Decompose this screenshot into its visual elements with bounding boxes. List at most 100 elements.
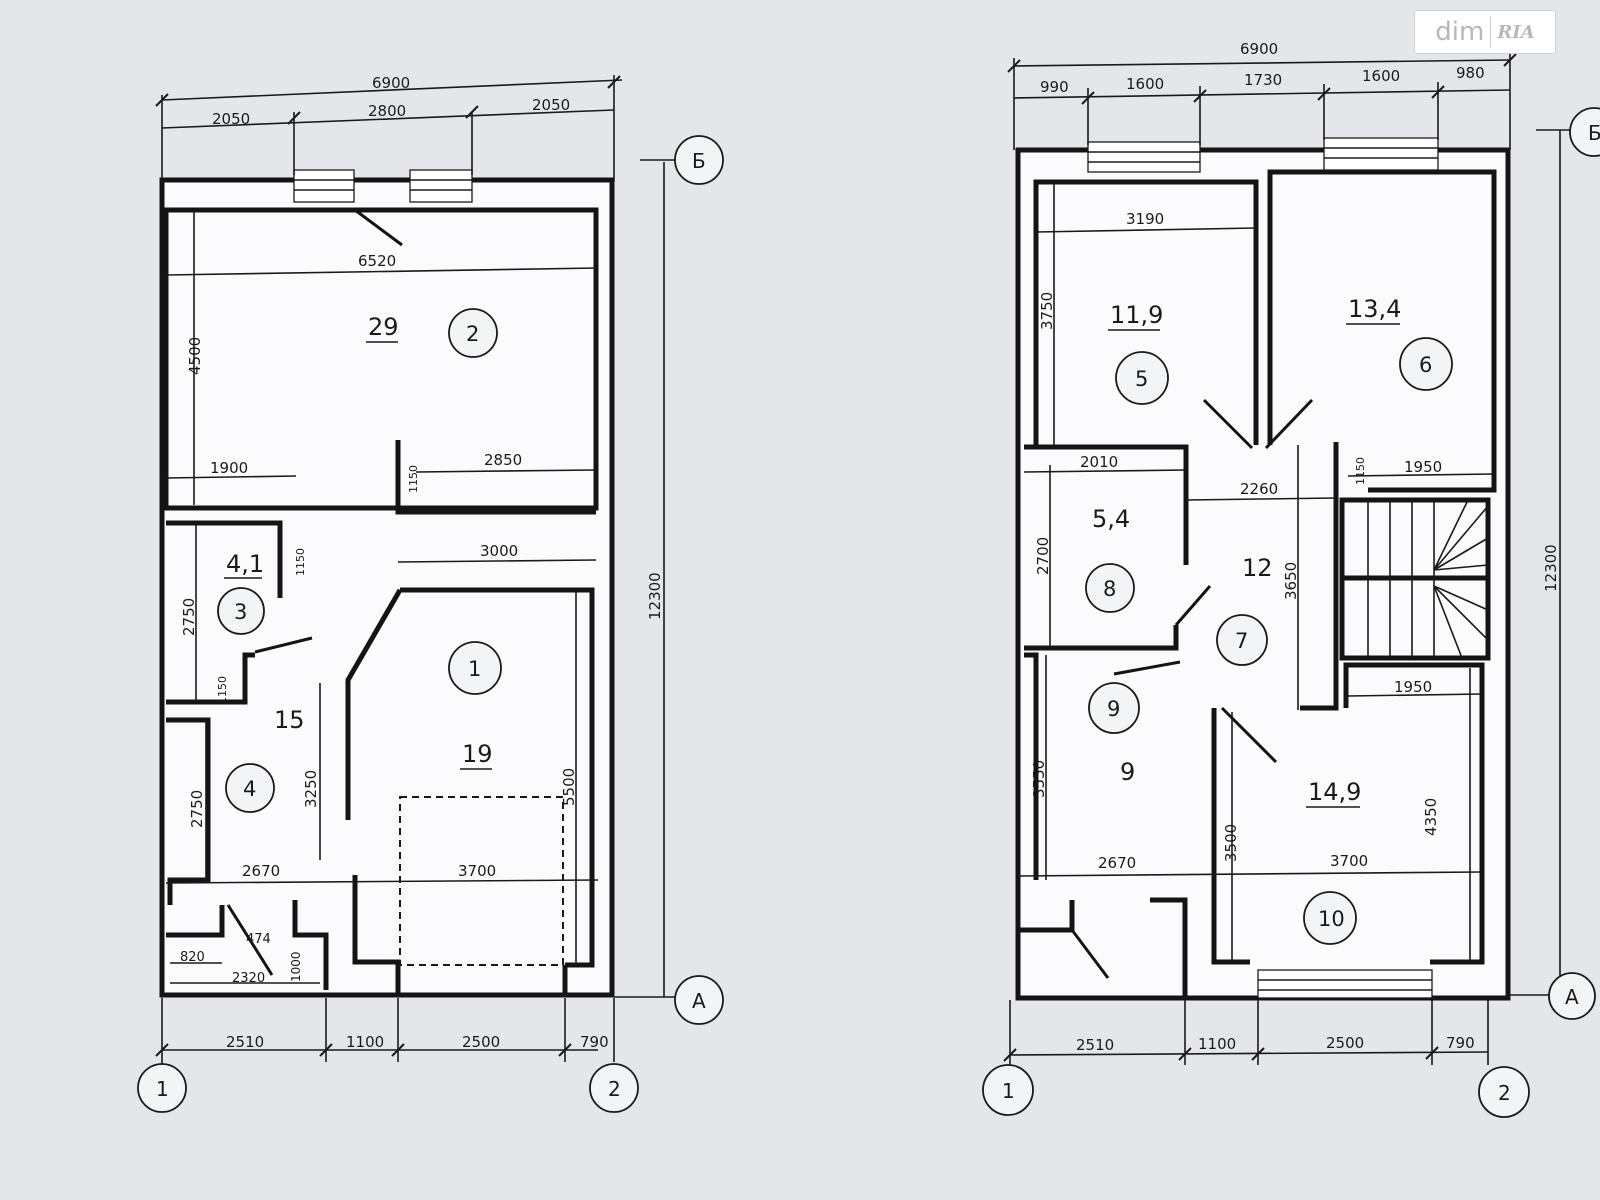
room-area: 14,9 xyxy=(1308,778,1361,806)
dim-label: 1900 xyxy=(210,459,248,477)
room-number: 1 xyxy=(468,657,481,681)
window-ground-top-left xyxy=(293,169,355,203)
stair-winder xyxy=(1433,585,1489,611)
dim-tick xyxy=(1251,1047,1265,1061)
room-10-outline xyxy=(1343,662,1485,965)
dim-label: 980 xyxy=(1456,64,1485,82)
dim-label: 12300 xyxy=(1542,544,1560,592)
dim-line xyxy=(1347,473,1495,477)
door-swing xyxy=(254,636,313,654)
room-3-closet xyxy=(166,652,255,705)
dim-line xyxy=(165,879,599,884)
axis-label: 2 xyxy=(1498,1081,1511,1105)
dim-label: 2510 xyxy=(226,1033,264,1051)
upper-dim-top: 6900 990 1600 1730 1600 980 xyxy=(1007,40,1517,150)
window-ground-top-right xyxy=(409,169,473,203)
dim-label: 820 xyxy=(180,950,205,965)
dim-label: 2500 xyxy=(462,1033,500,1051)
room-area: 11,9 xyxy=(1110,301,1163,329)
room-number: 10 xyxy=(1318,907,1345,931)
stair-winder xyxy=(1433,564,1489,571)
dim-label: 1100 xyxy=(1198,1035,1236,1053)
dim-label: 2260 xyxy=(1240,480,1278,498)
room-1-outline xyxy=(400,587,595,968)
hall-7-wall xyxy=(1300,442,1339,711)
dim-label: 2510 xyxy=(1076,1036,1114,1054)
dim-tick xyxy=(1178,1047,1192,1061)
dim-label: 2850 xyxy=(484,451,522,469)
axis-label: 1 xyxy=(156,1077,169,1101)
dim-label: 2050 xyxy=(212,110,250,128)
dim-label: 1150 xyxy=(407,465,420,493)
dim-label: 1000 xyxy=(289,951,303,982)
dim-label: 3500 xyxy=(1222,824,1240,862)
dim-label: 3700 xyxy=(1330,852,1368,870)
watermark-text: RIA xyxy=(1497,21,1535,43)
dim-line xyxy=(1017,871,1483,877)
room-number: 6 xyxy=(1419,353,1432,377)
room-area: 12 xyxy=(1242,554,1273,582)
door-swing xyxy=(1174,585,1212,626)
room-number-circle xyxy=(1399,337,1453,391)
dim-tick xyxy=(1081,91,1095,105)
door-swing xyxy=(1202,398,1254,450)
dim-label: 1730 xyxy=(1244,71,1282,89)
room-area: 9 xyxy=(1120,758,1135,786)
dim-line xyxy=(1347,693,1483,697)
stair-treads xyxy=(1367,499,1489,659)
dim-tick xyxy=(1425,1046,1439,1060)
axis-marker xyxy=(982,1064,1034,1116)
axis-label: Б xyxy=(692,149,706,173)
room-number: 4 xyxy=(243,777,256,801)
room-area: 29 xyxy=(368,313,399,341)
room-6-outline xyxy=(1267,169,1497,493)
dim-label: 6900 xyxy=(1240,40,1278,58)
dim-label: 2010 xyxy=(1080,453,1118,471)
dim-line xyxy=(415,469,597,473)
dim-label: 2670 xyxy=(242,862,280,880)
room-number: 8 xyxy=(1103,577,1116,601)
dim-label: 4500 xyxy=(186,337,204,375)
dim-tick xyxy=(1003,1048,1017,1062)
dim-label: 2500 xyxy=(1326,1034,1364,1052)
dim-label: 2750 xyxy=(188,790,206,828)
dim-label: 6900 xyxy=(372,74,410,92)
dim-label: 1950 xyxy=(1394,678,1432,696)
room-10-west xyxy=(1211,708,1250,965)
dim-tick xyxy=(287,111,301,125)
dim-line xyxy=(1035,227,1257,233)
dim-label: 5500 xyxy=(560,768,578,806)
upper-dim-bottom: 2510 1100 2500 790 xyxy=(1003,1000,1489,1065)
room-number-circle xyxy=(1303,891,1357,945)
room-number-circle xyxy=(1115,351,1169,405)
dim-label: 1150 xyxy=(216,676,229,704)
dim-label: 790 xyxy=(1446,1034,1475,1052)
ground-dim-inner: 4500 1900 2850 1150 3000 2750 1150 1150 … xyxy=(165,210,599,986)
door-swing xyxy=(1264,398,1314,450)
room-number-circle xyxy=(225,763,275,813)
dim-line xyxy=(1013,89,1511,99)
dim-line xyxy=(165,475,297,479)
axis-label: Б xyxy=(1588,121,1600,145)
dim-tick xyxy=(1503,53,1517,67)
window-upper-bottom xyxy=(1257,969,1433,999)
room-area: 15 xyxy=(274,706,305,734)
dim-label: 3190 xyxy=(1126,210,1164,228)
entry-walls xyxy=(166,900,329,990)
dim-line xyxy=(397,559,597,563)
dim-label: 2700 xyxy=(1034,537,1052,575)
dim-label: 2750 xyxy=(180,598,198,636)
axis-label: 1 xyxy=(1002,1079,1015,1103)
room-number-circle xyxy=(448,308,498,358)
stair-winder xyxy=(1433,499,1469,571)
dim-label: 3700 xyxy=(458,862,496,880)
dim-label: 1600 xyxy=(1362,67,1400,85)
dim-label: 3000 xyxy=(480,542,518,560)
dim-tick xyxy=(155,93,169,107)
dim-line xyxy=(1185,497,1337,501)
door-swing xyxy=(1113,660,1181,676)
room-2-living-outline xyxy=(163,207,599,511)
room-number-circle xyxy=(1088,682,1140,734)
axis-marker xyxy=(674,975,724,1025)
dim-label: 1100 xyxy=(346,1033,384,1051)
